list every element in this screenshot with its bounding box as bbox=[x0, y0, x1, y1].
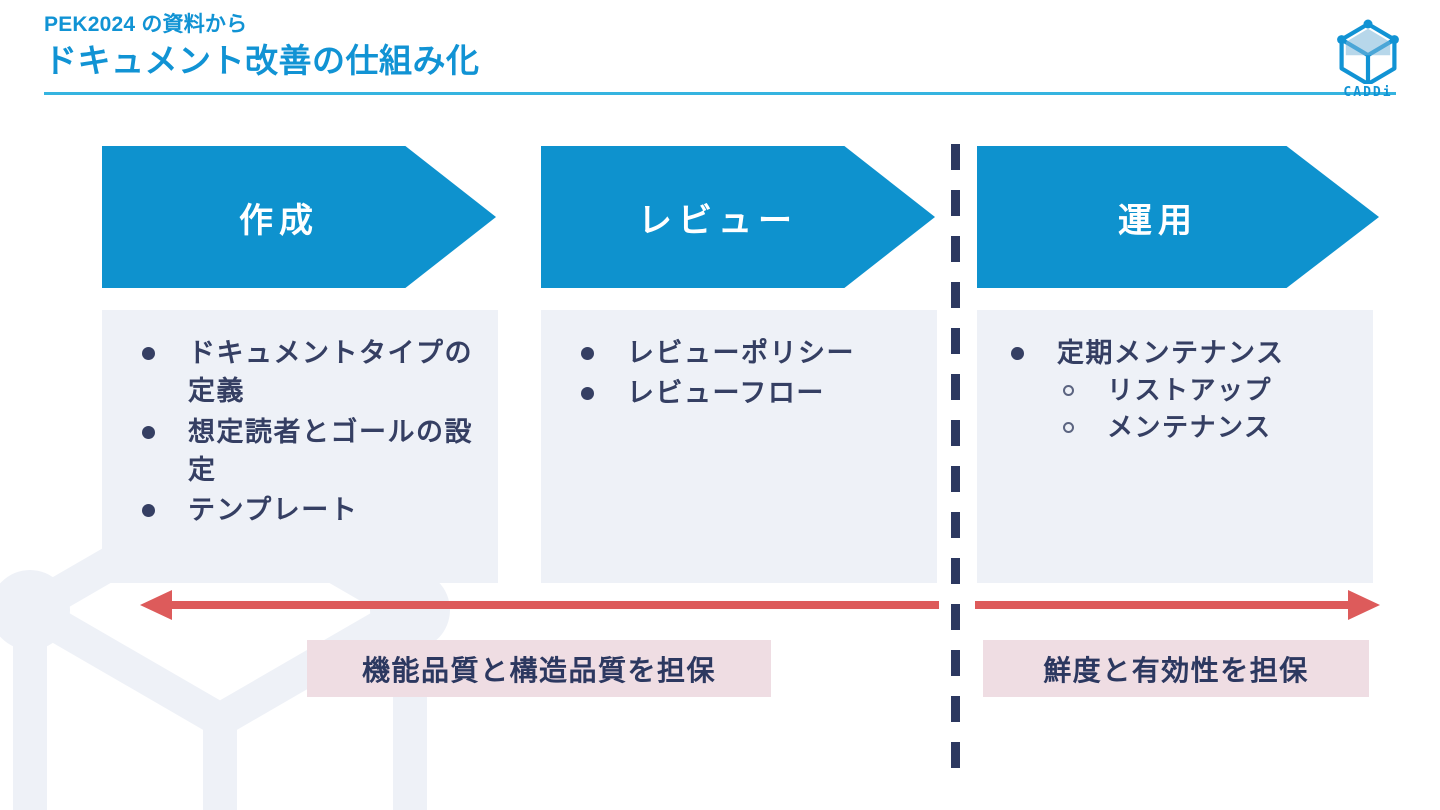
list-item: リストアップ bbox=[1051, 372, 1353, 409]
caption-quality: 機能品質と構造品質を担保 bbox=[307, 640, 771, 697]
sub-bullet-list-operate: リストアップ メンテナンス bbox=[1057, 372, 1353, 446]
phase-label-create: 作成 bbox=[239, 201, 319, 240]
list-item: レビューフロー bbox=[575, 374, 917, 412]
phase-divider bbox=[951, 144, 960, 768]
phase-chevron-operate[interactable]: 運用 bbox=[977, 146, 1379, 288]
slide-eyebrow: PEK2024 の資料から bbox=[44, 13, 248, 36]
page-title: ドキュメント改善の仕組み化 bbox=[44, 42, 480, 80]
slide-header: PEK2024 の資料から ドキュメント改善の仕組み化 bbox=[44, 12, 480, 82]
list-item: テンプレート bbox=[136, 491, 478, 529]
caddi-wordmark: CADDi bbox=[1343, 85, 1393, 100]
list-item: メンテナンス bbox=[1051, 409, 1353, 446]
arrow-right-head-icon bbox=[1348, 590, 1380, 620]
phase-chevron-review[interactable]: レビュー bbox=[541, 146, 935, 288]
caddi-logo: CADDi bbox=[1322, 18, 1414, 102]
list-item: ドキュメントタイプの定義 bbox=[136, 334, 478, 411]
operation-span-arrow bbox=[975, 601, 1366, 609]
phase-chevron-create[interactable]: 作成 bbox=[102, 146, 496, 288]
caption-freshness: 鮮度と有効性を担保 bbox=[983, 640, 1369, 697]
list-item: 定期メンテナンス リストアップ メンテナンス bbox=[1005, 334, 1353, 446]
arrow-left-head-icon bbox=[140, 590, 172, 620]
bullet-list-review: レビューポリシー レビューフロー bbox=[575, 334, 917, 413]
list-item-label: 定期メンテナンス bbox=[1057, 338, 1285, 368]
bullet-list-operate: 定期メンテナンス リストアップ メンテナンス bbox=[1005, 334, 1353, 446]
phase-label-operate: 運用 bbox=[1118, 201, 1198, 240]
caddi-cube-logo-icon bbox=[1337, 19, 1399, 84]
header-divider-rule bbox=[44, 92, 1396, 95]
phase-panel-review: レビューポリシー レビューフロー bbox=[541, 310, 937, 583]
bullet-list-create: ドキュメントタイプの定義 想定読者とゴールの設定 テンプレート bbox=[136, 334, 478, 530]
quality-span-arrow bbox=[170, 601, 939, 609]
phase-panel-operate: 定期メンテナンス リストアップ メンテナンス bbox=[977, 310, 1373, 583]
list-item: 想定読者とゴールの設定 bbox=[136, 413, 478, 490]
phase-panel-create: ドキュメントタイプの定義 想定読者とゴールの設定 テンプレート bbox=[102, 310, 498, 583]
phase-label-review: レビュー bbox=[638, 201, 798, 240]
list-item: レビューポリシー bbox=[575, 334, 917, 372]
